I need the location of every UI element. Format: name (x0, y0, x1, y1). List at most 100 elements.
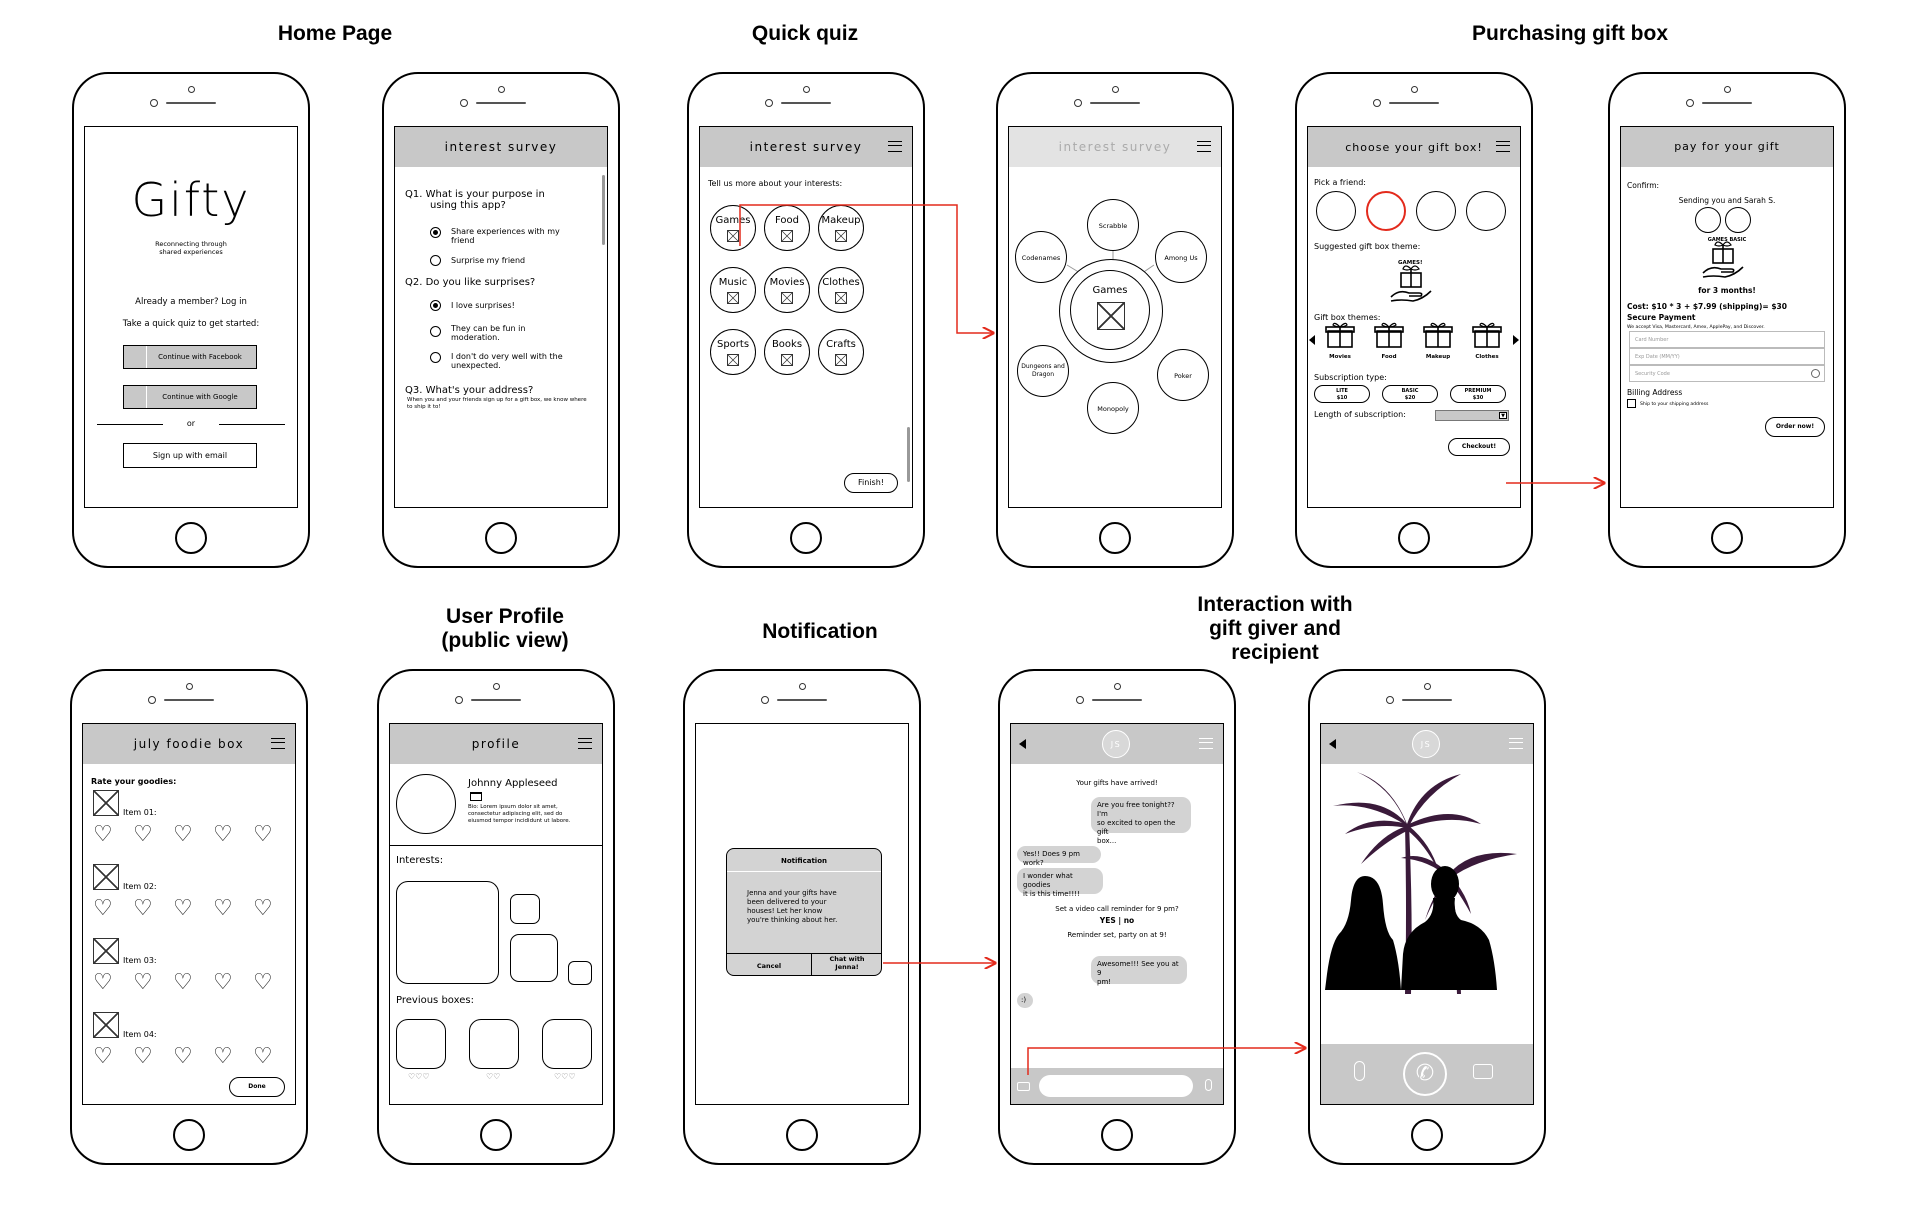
exp-date-input[interactable]: Exp Date (MM/YY) (1629, 348, 1825, 365)
camera-icon[interactable] (1473, 1064, 1493, 1079)
themes-prev-arrow[interactable] (1309, 335, 1315, 345)
heart-rating-icon[interactable]: ♡ (173, 970, 193, 995)
home-button[interactable] (1711, 522, 1743, 554)
google-button[interactable]: Continue with Google (123, 385, 257, 409)
interest-games[interactable]: Games (710, 205, 756, 251)
home-button[interactable] (1398, 522, 1430, 554)
heart-rating-icon[interactable]: ♡ (213, 970, 233, 995)
heart-rating-icon[interactable]: ♡ (93, 1044, 113, 1069)
previous-box-3[interactable] (542, 1019, 592, 1069)
interest-tile-small-2[interactable] (568, 961, 592, 985)
menu-icon[interactable] (578, 738, 592, 749)
home-button[interactable] (1101, 1119, 1133, 1151)
interest-music[interactable]: Music (710, 267, 756, 313)
heart-rating-icon[interactable]: ♡ (213, 896, 233, 921)
home-button[interactable] (485, 522, 517, 554)
option-codenames[interactable]: Codenames (1015, 231, 1067, 283)
interest-books[interactable]: Books (764, 329, 810, 375)
heart-rating-icon[interactable]: ♡ (93, 822, 113, 847)
home-button[interactable] (1411, 1119, 1443, 1151)
back-arrow-icon[interactable] (1019, 739, 1026, 749)
scrollbar[interactable] (602, 175, 605, 245)
cancel-button[interactable]: Cancel (756, 962, 782, 970)
home-button[interactable] (480, 1119, 512, 1151)
heart-rating-icon[interactable]: ♡ (173, 896, 193, 921)
interest-makeup[interactable]: Makeup (818, 205, 864, 251)
security-code-input[interactable]: Security Code (1629, 365, 1825, 382)
theme-clothes[interactable]: Clothes (1465, 321, 1509, 365)
heart-rating-icon[interactable]: ♡ (173, 822, 193, 847)
subscription-lite[interactable]: LITE$10 (1314, 385, 1370, 403)
heart-rating-icon[interactable]: ♡ (253, 822, 273, 847)
heart-rating-icon[interactable]: ♡ (213, 822, 233, 847)
length-select[interactable]: ▼ (1435, 410, 1509, 421)
friend-slot-3[interactable] (1416, 191, 1456, 231)
friend-slot-2-selected[interactable] (1366, 191, 1406, 231)
order-now-button[interactable]: Order now! (1765, 417, 1825, 437)
message-input[interactable] (1039, 1075, 1193, 1097)
phone-call-button[interactable]: ✆ (1403, 1052, 1447, 1096)
interest-movies[interactable]: Movies (764, 267, 810, 313)
menu-icon[interactable] (1496, 141, 1510, 152)
home-button[interactable] (173, 1119, 205, 1151)
home-button[interactable] (790, 522, 822, 554)
q2-option1-radio[interactable] (430, 300, 441, 311)
contact-avatar[interactable]: JS (1102, 730, 1130, 758)
home-button[interactable] (1099, 522, 1131, 554)
heart-rating-icon[interactable]: ♡ (133, 970, 153, 995)
finish-button[interactable]: Finish! (844, 473, 898, 493)
menu-icon[interactable] (888, 141, 902, 152)
home-button[interactable] (786, 1119, 818, 1151)
email-signup-button[interactable]: Sign up with email (123, 443, 257, 468)
reminder-yes-no[interactable]: YES | no (1099, 916, 1135, 925)
card-number-input[interactable]: Card Number (1629, 331, 1825, 348)
interest-clothes[interactable]: Clothes (818, 267, 864, 313)
heart-rating-icon[interactable]: ♡ (253, 970, 273, 995)
back-arrow-icon[interactable] (1329, 739, 1336, 749)
friend-slot-1[interactable] (1316, 191, 1356, 231)
heart-rating-icon[interactable]: ♡ (253, 1044, 273, 1069)
theme-movies[interactable]: Movies (1318, 321, 1362, 365)
interest-tile-medium[interactable] (510, 934, 558, 982)
q2-option2-radio[interactable] (430, 326, 441, 337)
interest-sports[interactable]: Sports (710, 329, 756, 375)
previous-box-2[interactable] (469, 1019, 519, 1069)
interest-food[interactable]: Food (764, 205, 810, 251)
theme-makeup[interactable]: Makeup (1416, 321, 1460, 365)
heart-rating-icon[interactable]: ♡ (213, 1044, 233, 1069)
menu-icon[interactable] (1197, 141, 1211, 152)
option-scrabble[interactable]: Scrabble (1087, 199, 1139, 251)
microphone-icon[interactable] (1205, 1079, 1212, 1091)
heart-rating-icon[interactable]: ♡ (133, 896, 153, 921)
option-monopoly[interactable]: Monopoly (1087, 382, 1139, 434)
previous-box-1[interactable] (396, 1019, 446, 1069)
home-button[interactable] (175, 522, 207, 554)
q1-option1-radio[interactable] (430, 227, 441, 238)
heart-rating-icon[interactable]: ♡ (133, 1044, 153, 1069)
heart-rating-icon[interactable]: ♡ (133, 822, 153, 847)
friend-slot-4[interactable] (1466, 191, 1506, 231)
facebook-button[interactable]: Continue with Facebook (123, 345, 257, 369)
contact-avatar[interactable]: JS (1412, 730, 1440, 758)
menu-icon[interactable] (1509, 738, 1523, 749)
menu-icon[interactable] (1199, 738, 1213, 749)
video-camera-icon[interactable] (1017, 1082, 1030, 1091)
interest-crafts[interactable]: Crafts (818, 329, 864, 375)
heart-rating-icon[interactable]: ♡ (93, 896, 113, 921)
theme-food[interactable]: Food (1367, 321, 1411, 365)
login-link[interactable]: Already a member? Log in (135, 297, 247, 307)
themes-next-arrow[interactable] (1513, 335, 1519, 345)
ship-checkbox[interactable] (1627, 399, 1636, 408)
option-among-us[interactable]: Among Us (1155, 231, 1207, 283)
q1-option2-radio[interactable] (430, 255, 441, 266)
option-poker[interactable]: Poker (1157, 349, 1209, 401)
subscription-basic[interactable]: BASIC$20 (1382, 385, 1438, 403)
subscription-premium[interactable]: PREMIUM$30 (1450, 385, 1506, 403)
heart-rating-icon[interactable]: ♡ (253, 896, 273, 921)
interest-tile-small-1[interactable] (510, 894, 540, 924)
heart-rating-icon[interactable]: ♡ (93, 970, 113, 995)
interest-tile-large[interactable] (396, 881, 499, 984)
heart-rating-icon[interactable]: ♡ (173, 1044, 193, 1069)
